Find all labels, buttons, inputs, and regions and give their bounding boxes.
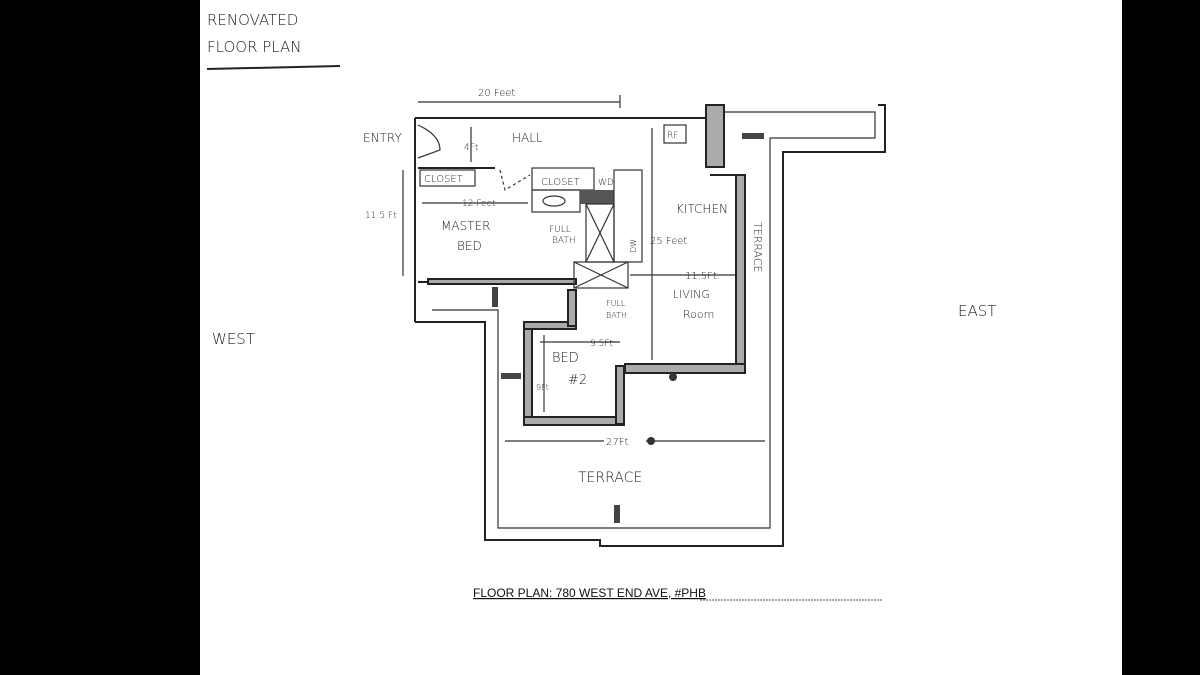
label-rf: RF [667,131,678,141]
label-bath2-1: FULL [606,299,626,308]
east-label: EAST [958,302,996,320]
dim-master-depth: 11.5 Ft [365,211,397,221]
title-line-2: FLOOR PLAN [207,38,301,56]
label-living-2: Room [683,308,714,321]
dim-hall-depth: 4Ft [464,143,479,153]
label-terrace: TERRACE [578,470,642,486]
label-wd: WD [598,178,614,188]
terrace-inner-boundary [432,111,876,529]
label-bed2-2: #2 [568,373,587,388]
apartment-walls [414,104,764,523]
dim-bed2-width: 9.5Ft [590,339,613,349]
label-bed2-1: BED [552,351,579,366]
dim-width-top: 20 Feet [478,88,515,99]
title-line-1: RENOVATED [207,11,298,29]
floor-plan-caption: FLOOR PLAN: 780 WEST END AVE, #PHB [473,586,706,600]
label-master-2: BED [457,239,482,253]
label-hall: HALL [512,131,543,145]
west-label: WEST [212,330,255,348]
label-master-1: MASTER [441,219,490,233]
dim-terrace-width: 27Ft [606,437,628,448]
label-entry: ENTRY [363,131,402,145]
label-bath1-2: BATH [552,236,576,246]
dim-living-depth: 25 Feet [650,236,687,247]
label-dw: DW [629,239,638,253]
floor-plan-page [200,0,1122,675]
dim-master-width: 12 Feet [462,199,496,209]
label-bath1-1: FULL [549,225,571,235]
dim-living-width: 11.5Ft. [685,271,720,282]
label-closet-2: CLOSET [541,177,580,188]
terrace-outer-boundary [415,104,886,547]
label-bath2-2: BATH [606,311,627,320]
label-living-1: LIVING [673,288,710,301]
label-kitchen: KITCHEN [676,202,728,216]
label-terrace-side: TERRACE [751,222,764,272]
dim-bed2-depth: 9Ft [536,383,549,392]
title-underline [206,65,341,70]
label-closet-1: CLOSET [424,174,463,185]
